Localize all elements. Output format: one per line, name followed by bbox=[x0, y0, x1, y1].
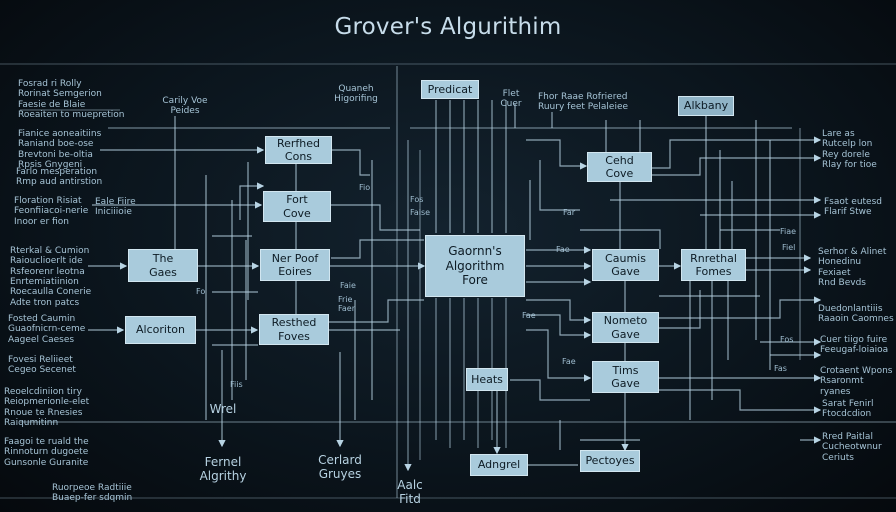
node-rnrethal-fomes[interactable]: Rnrethal Fomes bbox=[681, 249, 746, 281]
wire-tag: Fas bbox=[774, 364, 787, 373]
node-ner-poof[interactable]: Ner Poof Eoires bbox=[260, 249, 330, 281]
wire bbox=[580, 229, 661, 249]
wire bbox=[652, 154, 822, 176]
left-label-1: Fosrad ri Rolly Rorinat Semgerion Faesie… bbox=[18, 79, 125, 121]
node-rerfhed-cons[interactable]: Rerfhed Cons bbox=[265, 136, 332, 164]
left-label-10: Ruorpeoe Radtiiie Buaep-fer sdqmin bbox=[52, 483, 133, 504]
node-nometo-gave[interactable]: Nometo Gave bbox=[592, 312, 659, 343]
wire-tag: Fo bbox=[196, 287, 206, 296]
node-caumis-gave[interactable]: Caumis Gave bbox=[592, 249, 659, 281]
node-alkbany[interactable]: Alkbany bbox=[678, 96, 734, 116]
wire-tag: Fos bbox=[780, 335, 794, 344]
node-fort-cove[interactable]: Fort Cove bbox=[263, 191, 331, 222]
left-label-4: Floration Risiat Feonfiiacoi-nerie Inoor… bbox=[14, 196, 89, 227]
mid-label-2: Wrel bbox=[209, 402, 237, 416]
mid-label-1: Eale Fiire Iniciiioie bbox=[95, 197, 136, 218]
wire bbox=[239, 182, 265, 220]
wire-tag: Far bbox=[563, 208, 576, 217]
top-label-1: Carily Voe Peides bbox=[162, 96, 208, 117]
mid-label-4: Cerlard Gruyes bbox=[318, 453, 362, 481]
right-label-1: Lare as Rutcelp lon Rey dorele Rlay for … bbox=[822, 129, 877, 171]
wire-tag: Faer bbox=[338, 304, 355, 313]
wire-tag: Fio bbox=[359, 183, 371, 192]
right-label-7: Sarat Fenirl Ftocdcdion bbox=[822, 399, 874, 420]
wire-tag: Faie bbox=[340, 281, 356, 290]
wire-tag: Fae bbox=[556, 245, 570, 254]
wire bbox=[331, 239, 424, 259]
mid-label-3: Fernel Algrithy bbox=[199, 455, 247, 483]
wire bbox=[526, 299, 592, 324]
wire bbox=[526, 139, 588, 170]
wire-tag: Fiis bbox=[230, 380, 243, 389]
wire bbox=[659, 296, 822, 319]
node-predicat[interactable]: Predicat bbox=[421, 80, 479, 99]
wire bbox=[526, 329, 592, 382]
wire bbox=[539, 160, 580, 211]
node-cehd-cove[interactable]: Cehd Cove bbox=[587, 152, 652, 182]
top-label-2: Quaneh Higorifing bbox=[334, 84, 378, 105]
wire bbox=[332, 149, 370, 176]
wire-tag: Frie bbox=[338, 295, 353, 304]
left-label-8: Reoelcdiniion tiry Reiopmerionle-elet Rn… bbox=[4, 387, 90, 429]
wire bbox=[652, 136, 822, 169]
top-label-3: Flet Cuer bbox=[500, 89, 522, 110]
left-label-5: Rterkal & Cumion Raiouclioerlt ide Rsfeo… bbox=[10, 246, 92, 308]
left-label-9: Faagoi te ruald the Rinnoturn dugoete Gu… bbox=[4, 437, 89, 468]
wire bbox=[659, 389, 822, 414]
left-label-3: Farlo mesperation Rmp aud antirstion bbox=[16, 167, 103, 188]
page-title: Grover's Algurithim bbox=[334, 14, 562, 40]
wire bbox=[510, 379, 590, 401]
node-the-gaes[interactable]: The Gaes bbox=[128, 249, 198, 282]
wire bbox=[526, 314, 592, 339]
node-main-algorithm[interactable]: Gaornn's Algorithm Fore bbox=[425, 235, 525, 297]
node-alcoriton[interactable]: Alcoriton bbox=[125, 316, 196, 344]
top-label-4: Fhor Raae Rofriered Ruury feet Pelaleiee bbox=[538, 92, 629, 113]
left-label-2: Fianice aoneaitiins Raniand boe-ose Brev… bbox=[18, 129, 102, 171]
wire bbox=[659, 290, 701, 329]
node-tims-gave[interactable]: Tims Gave bbox=[592, 361, 659, 393]
mid-label-5: Aalc Fitd bbox=[397, 478, 423, 506]
wire-tag: Fos bbox=[410, 195, 424, 204]
wire-tag: Faise bbox=[410, 208, 431, 217]
right-label-2: Fsaot eutesd Flarif Stwe bbox=[824, 197, 882, 218]
right-label-6: Crotaent Wpons Rsaronmt ryanes bbox=[820, 366, 893, 397]
left-label-7: Fovesi Reliieet Cegeo Secenet bbox=[8, 355, 76, 376]
wire bbox=[331, 204, 420, 231]
wire-tag: Fae bbox=[562, 357, 576, 366]
wire-tag: Fiel bbox=[782, 243, 796, 252]
left-label-6: Fosted Caumin Guaofnicrn-ceme Aageel Cae… bbox=[8, 314, 86, 345]
right-label-8: Rred Paitlal Cucheotwnur Ceriuts bbox=[822, 432, 882, 463]
node-pectoyes[interactable]: Pectoyes bbox=[580, 450, 640, 472]
right-label-4: Duedonlantiiis Raaoin Caomnes bbox=[818, 304, 894, 325]
wire-tag: Fae bbox=[522, 311, 536, 320]
wire-tag: Fiae bbox=[780, 227, 797, 236]
wire bbox=[329, 299, 424, 323]
node-resthed-foves[interactable]: Resthed Foves bbox=[259, 314, 329, 345]
right-label-3: Serhor & Alinet Honedinu Fexiaet Rnd Bev… bbox=[818, 247, 887, 289]
node-heats[interactable]: Heats bbox=[466, 368, 508, 391]
right-label-5: Cuer tiigo fuire Feeugaf-loiaioa bbox=[820, 335, 889, 356]
node-adngrel[interactable]: Adngrel bbox=[470, 454, 528, 476]
